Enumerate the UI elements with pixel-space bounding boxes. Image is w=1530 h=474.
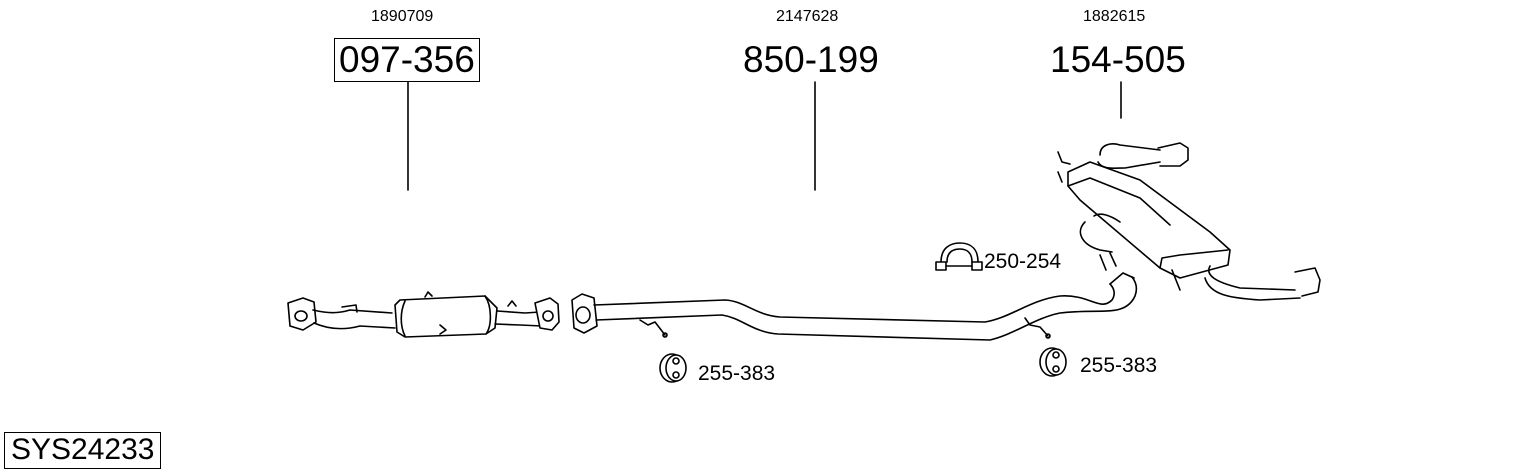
system-code: SYS24233 [4, 432, 162, 469]
rubber-mount-icon[interactable] [659, 353, 687, 383]
mount-part-number-2[interactable]: 255-383 [1080, 354, 1158, 377]
rubber-mount-icon[interactable] [1039, 347, 1067, 377]
oem-number-part-2: 2147628 [776, 8, 839, 25]
part-number-3[interactable]: 154-505 [1050, 39, 1186, 80]
clamp-icon[interactable] [935, 242, 983, 271]
part-number-2[interactable]: 850-199 [743, 39, 879, 80]
oem-number-part-1: 1890709 [371, 8, 434, 25]
intermediate-pipe-drawing[interactable] [571, 272, 1138, 341]
part-number-1[interactable]: 097-356 [334, 38, 480, 82]
catalytic-converter-drawing[interactable] [287, 291, 560, 338]
clamp-part-number[interactable]: 250-254 [984, 250, 1062, 273]
rear-silencer-drawing[interactable] [1057, 142, 1321, 301]
mount-part-number-1[interactable]: 255-383 [698, 362, 776, 385]
oem-number-part-3: 1882615 [1083, 8, 1146, 25]
